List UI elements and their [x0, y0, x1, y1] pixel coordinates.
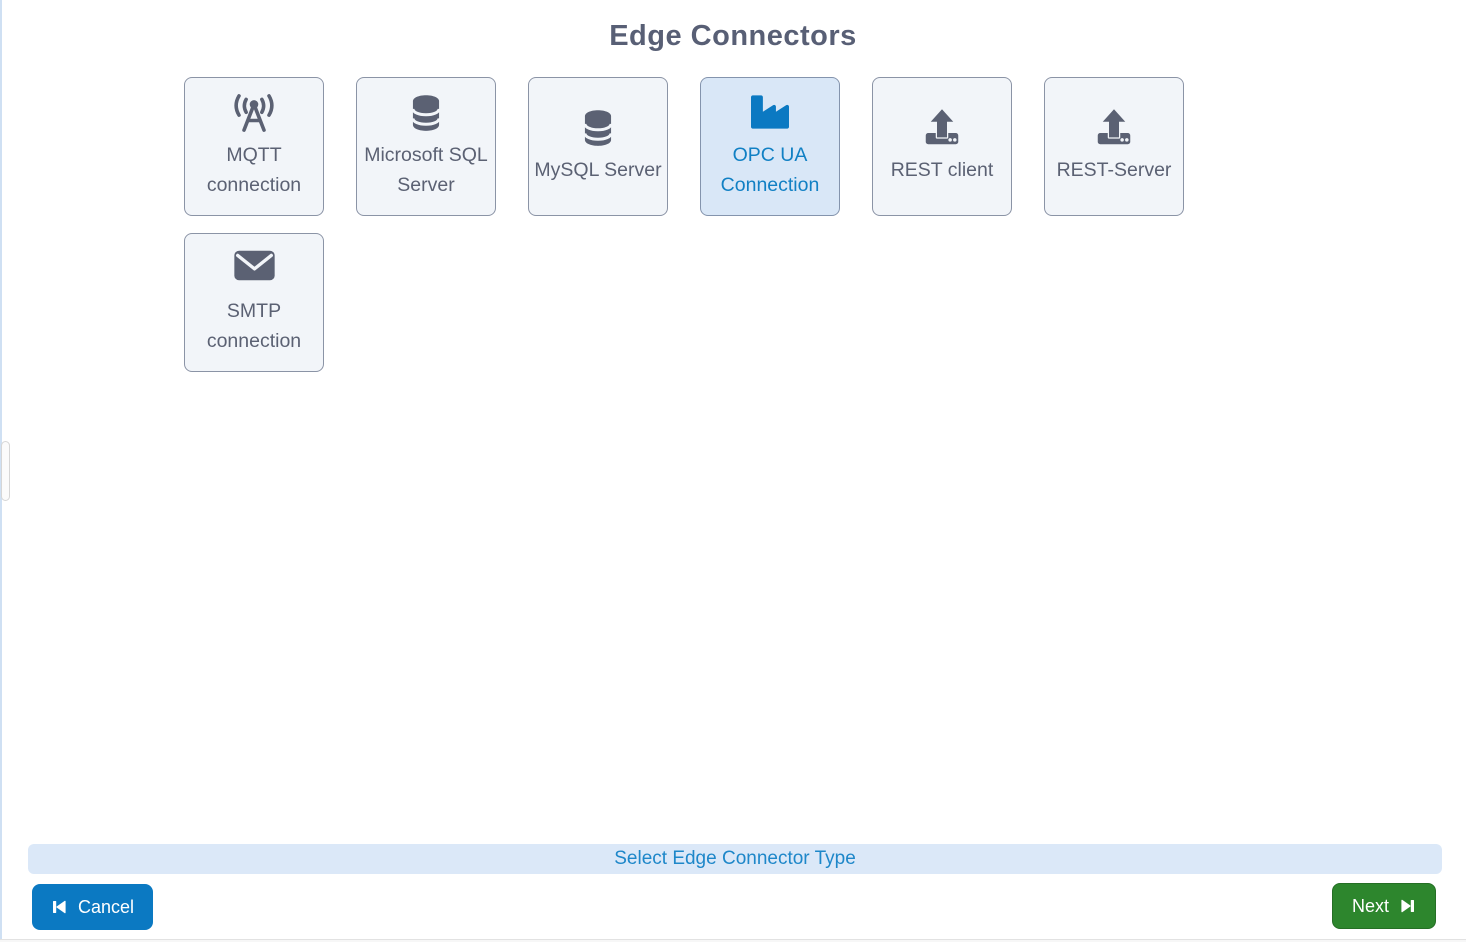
next-button[interactable]: Next — [1331, 883, 1436, 929]
page-title: Edge Connectors — [609, 20, 857, 52]
status-text: Select Edge Connector Type — [614, 848, 856, 869]
step-forward-icon — [1400, 898, 1416, 914]
connector-label: MQTT connection — [206, 144, 302, 196]
side-panel-handle[interactable] — [1, 441, 10, 501]
broadcast-tower-icon — [231, 93, 277, 133]
upload-icon — [1094, 108, 1134, 148]
connector-label: OPC UA Connection — [720, 144, 820, 196]
connector-card-rest-client[interactable]: REST client — [872, 77, 1012, 216]
connector-card-mqtt[interactable]: MQTT connection — [184, 77, 324, 216]
connector-label: SMTP connection — [206, 300, 302, 352]
cancel-button[interactable]: Cancel — [32, 884, 154, 930]
connector-label: MySQL Server — [534, 159, 662, 181]
database-icon — [407, 93, 445, 133]
connector-card-rest-server[interactable]: REST-Server — [1044, 77, 1184, 216]
connector-card-opc-ua[interactable]: OPC UA Connection — [700, 77, 840, 216]
industry-icon — [749, 93, 791, 133]
connector-card-mysql[interactable]: MySQL Server — [528, 77, 668, 216]
bottom-border — [0, 939, 1466, 942]
connector-card-smtp[interactable]: SMTP connection — [184, 233, 324, 372]
step-backward-icon — [51, 899, 67, 915]
envelope-icon — [233, 249, 276, 289]
connector-label: REST-Server — [1056, 159, 1172, 181]
next-button-label: Next — [1351, 895, 1389, 916]
cancel-button-label: Cancel — [78, 896, 135, 917]
connector-label: REST client — [890, 159, 994, 181]
connector-grid: MQTT connection Microsoft SQL Server — [184, 77, 1194, 372]
connector-label: Microsoft SQL Server — [364, 144, 488, 196]
connector-card-mssql[interactable]: Microsoft SQL Server — [356, 77, 496, 216]
status-bar: Select Edge Connector Type — [28, 844, 1442, 874]
database-icon — [579, 108, 617, 148]
upload-icon — [922, 108, 962, 148]
